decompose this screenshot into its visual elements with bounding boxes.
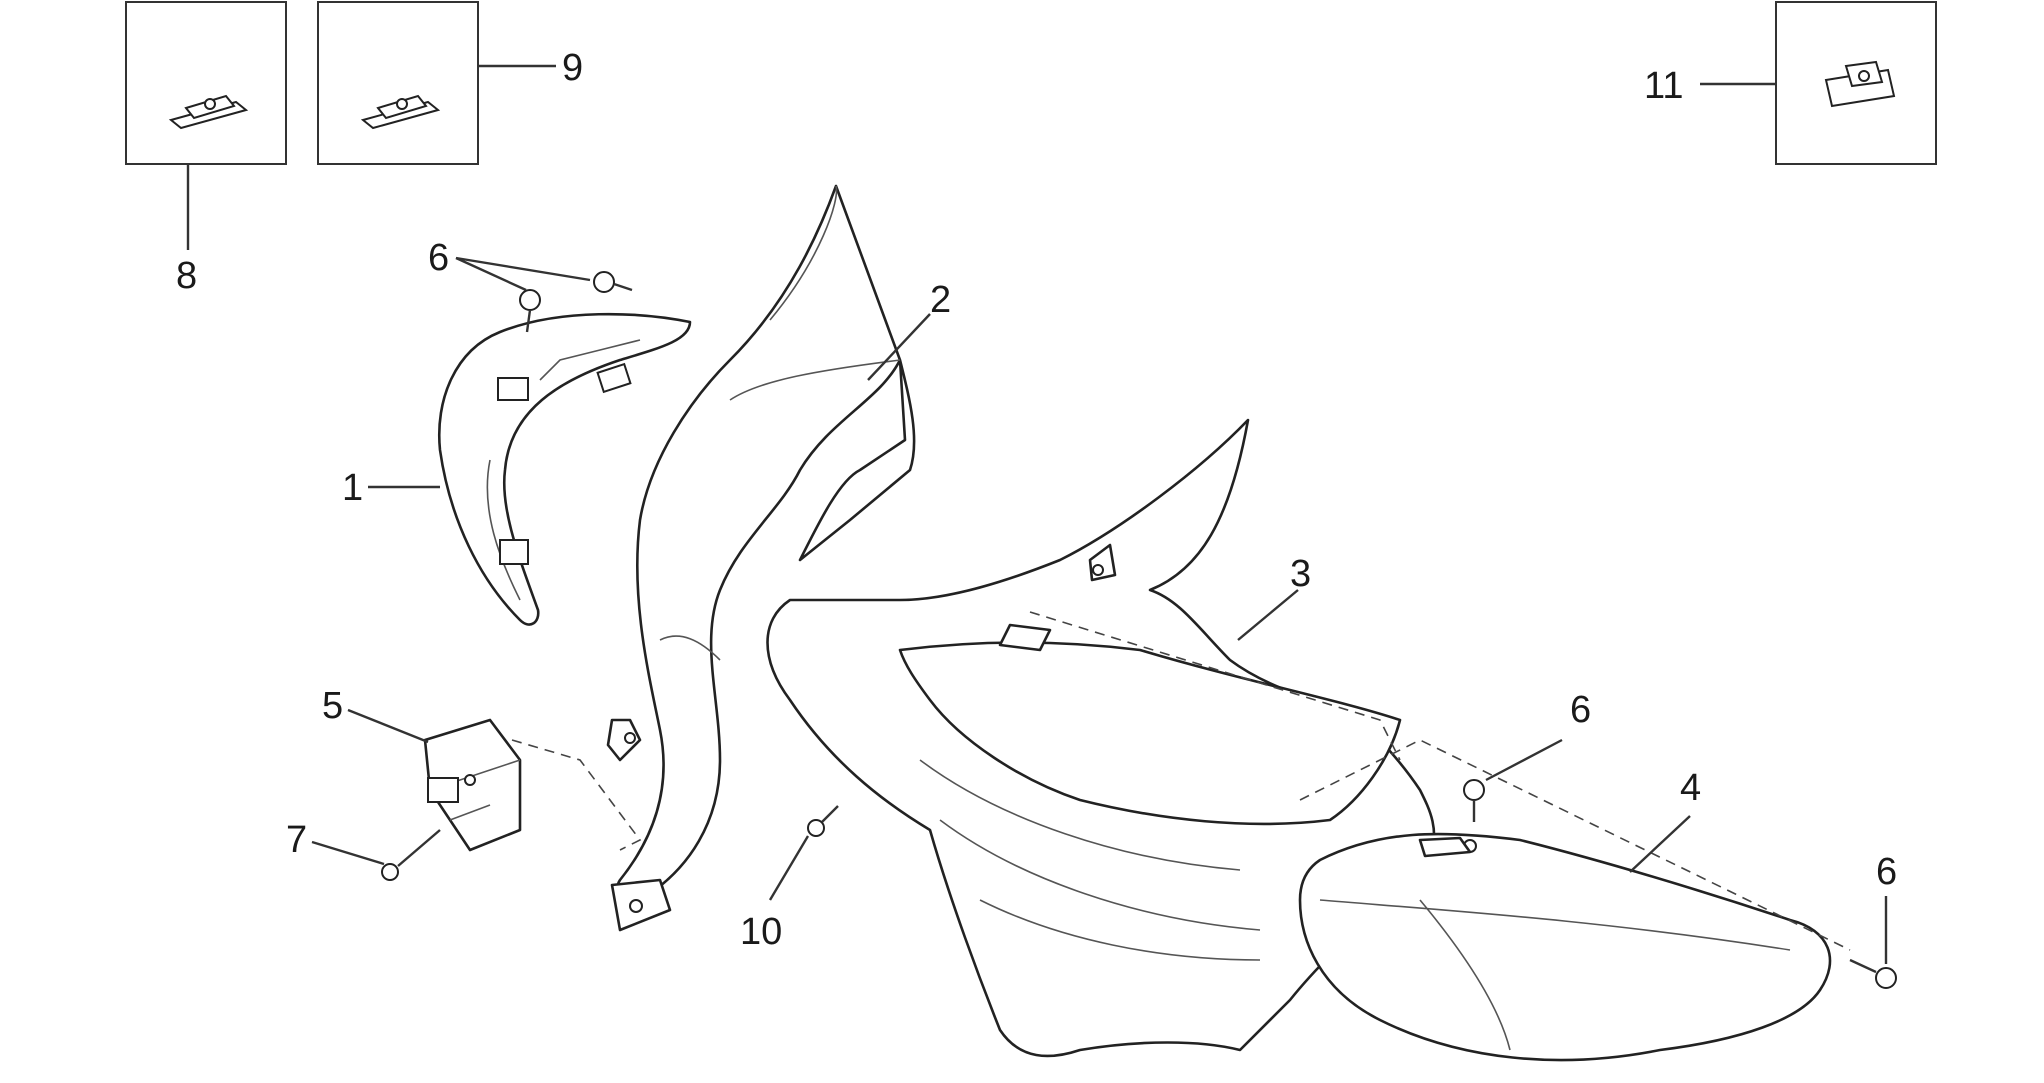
callout-1: 1 — [342, 467, 363, 509]
callout-8: 8 — [176, 255, 197, 297]
leader-10 — [768, 835, 810, 901]
callout-5: 5 — [322, 685, 343, 727]
leader-5 — [347, 708, 429, 744]
screw-6-top-left — [519, 289, 541, 333]
leader-3 — [1237, 589, 1299, 641]
screw-7 — [381, 829, 441, 881]
callout-6-end: 6 — [1876, 851, 1897, 893]
screw-6-cover-top — [1463, 779, 1485, 822]
screw-6-top-right — [593, 271, 633, 293]
part-1-front-panel — [437, 312, 692, 626]
leader-2 — [867, 313, 931, 381]
callout-9: 9 — [562, 47, 583, 89]
leader-6a-1 — [455, 256, 527, 292]
leader-4 — [1629, 815, 1691, 873]
callout-7: 7 — [286, 819, 307, 861]
callout-3: 3 — [1290, 553, 1311, 595]
callout-2: 2 — [930, 279, 951, 321]
callout-6-cover: 6 — [1570, 689, 1591, 731]
part-5-bracket — [423, 718, 522, 852]
callout-6-top: 6 — [428, 237, 449, 279]
detail-box-11 — [1775, 1, 1937, 165]
screw-10 — [807, 805, 839, 837]
assembly-line-3 — [1029, 611, 1401, 761]
clip-nut-icon — [1824, 60, 1896, 108]
callout-4: 4 — [1680, 767, 1701, 809]
clip-nut-icon — [168, 94, 249, 130]
callout-11: 11 — [1644, 65, 1683, 107]
screw-6-cover-end — [1849, 958, 1897, 989]
clip-nut-icon — [360, 94, 441, 130]
leader-6a-2 — [455, 256, 591, 282]
part-4-side-cover — [1298, 832, 1832, 1062]
part-2-inner-shield — [606, 184, 916, 932]
leader-7 — [311, 840, 385, 866]
assembly-line-5 — [511, 739, 642, 851]
leader-6b — [1485, 738, 1563, 782]
detail-box-8 — [125, 1, 287, 165]
detail-box-9 — [317, 1, 479, 165]
callout-10: 10 — [740, 911, 782, 953]
